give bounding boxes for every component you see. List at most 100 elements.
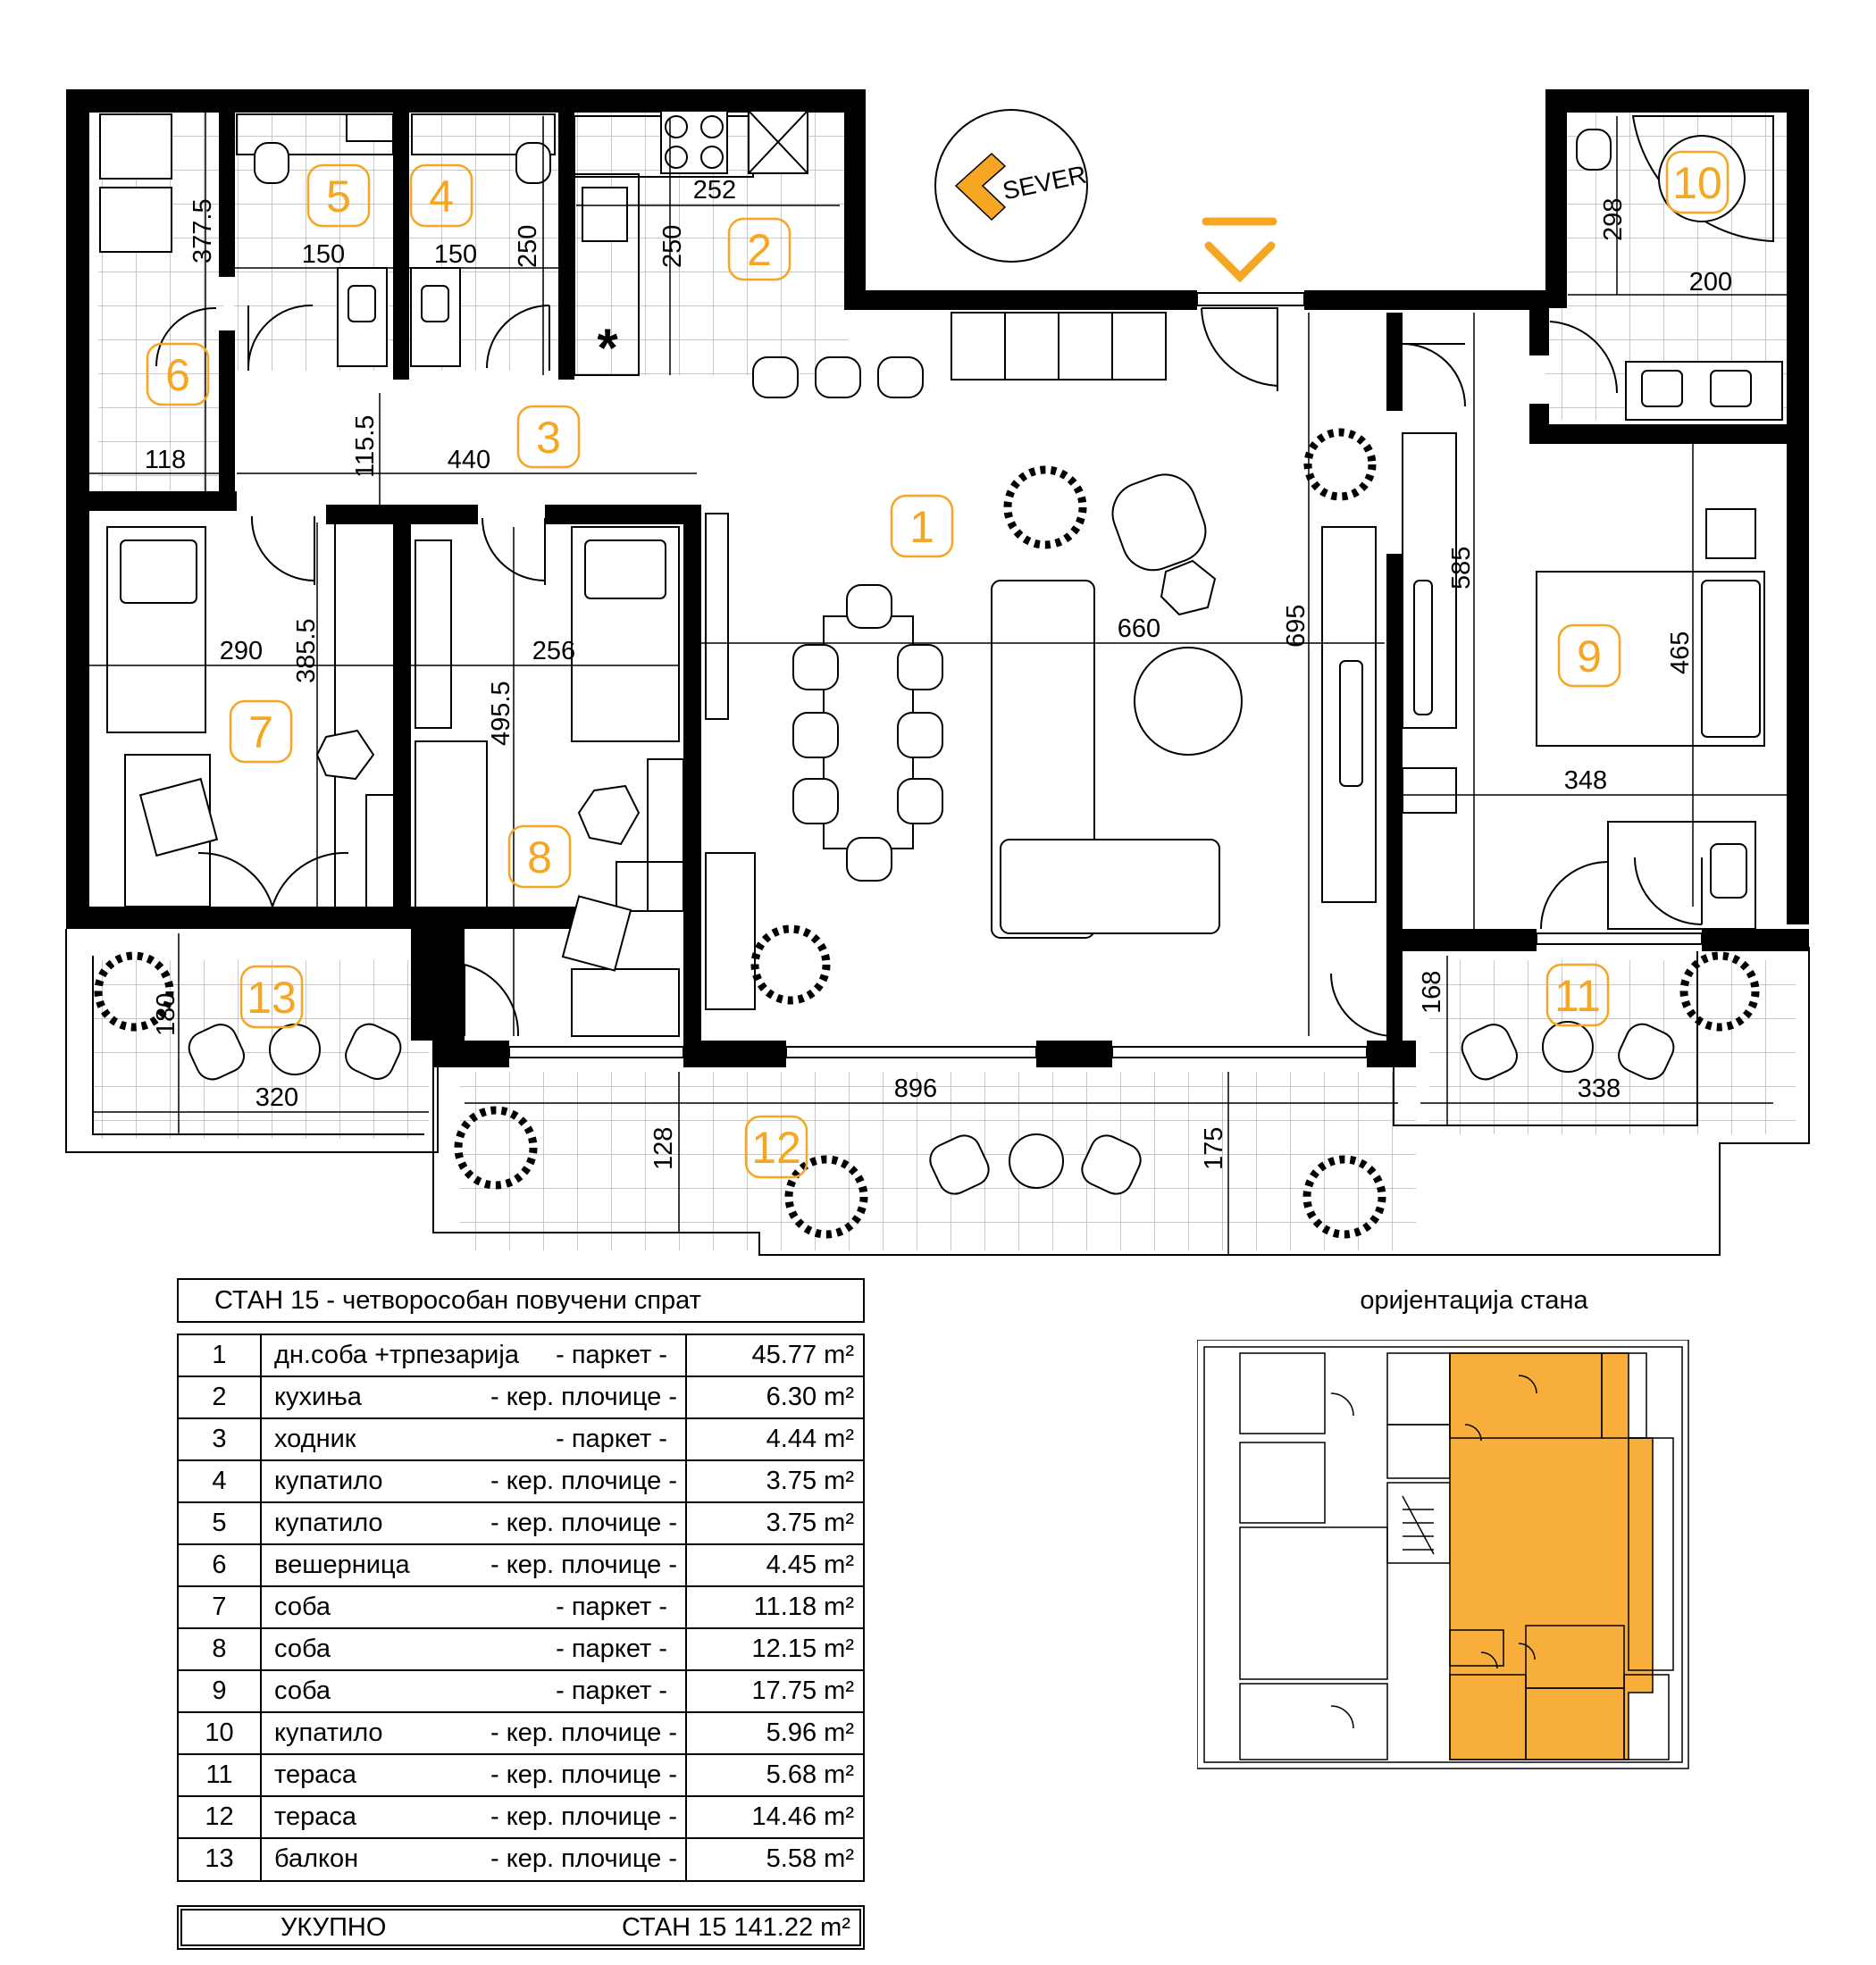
room-name: балкон <box>274 1844 359 1873</box>
room-area: 17.75 m² <box>751 1677 854 1705</box>
table-row: 2 кухиња - кер. плочице - 6.30 m² <box>179 1377 863 1419</box>
room-number-7: 7 <box>248 707 273 757</box>
room-number-9: 9 <box>1577 631 1602 681</box>
room-number-2: 2 <box>747 225 772 275</box>
apartment-title: СТАН 15 - четворособан повучени спрат <box>177 1278 865 1323</box>
dim-label: 250 <box>514 225 542 268</box>
room-area: 6.30 m² <box>766 1383 854 1411</box>
room-name: купатило <box>274 1509 383 1537</box>
dim-label: 385.5 <box>292 618 321 683</box>
room-number-12: 12 <box>751 1123 801 1173</box>
dim-label: 695 <box>1282 605 1311 648</box>
room-number-11: 11 <box>1554 971 1601 1021</box>
row-number: 9 <box>179 1671 262 1711</box>
floor-type: - паркет - <box>490 1335 687 1376</box>
row-number: 1 <box>179 1335 262 1376</box>
room-number-6: 6 <box>165 350 190 400</box>
floor-type: - кер. плочице - <box>490 1377 687 1417</box>
dim-label: 250 <box>658 225 687 268</box>
dim-label: 298 <box>1599 198 1628 241</box>
dim-label: 495.5 <box>487 681 515 746</box>
entrance-marker <box>1202 217 1277 283</box>
terrace-outlines <box>65 929 1810 1256</box>
row-number: 3 <box>179 1419 262 1459</box>
row-number: 5 <box>179 1503 262 1543</box>
row-number: 12 <box>179 1797 262 1837</box>
walls <box>66 89 1809 1067</box>
room-name: вешерница <box>274 1551 410 1579</box>
dim-label: 320 <box>255 1083 298 1112</box>
dim-label: 115.5 <box>351 415 380 478</box>
total-label: УКУПНО <box>281 1913 387 1942</box>
orientation-title: оријентација стана <box>1360 1286 1588 1315</box>
dim-label: 896 <box>894 1074 937 1103</box>
row-number: 11 <box>179 1755 262 1795</box>
table-row: 7 соба - паркет - 11.18 m² <box>179 1587 863 1629</box>
room-number-1: 1 <box>909 502 934 552</box>
room-area: 11.18 m² <box>753 1593 854 1621</box>
total-value: СТАН 15 141.22 m² <box>622 1913 850 1942</box>
room-area: 4.45 m² <box>766 1551 854 1579</box>
room-number-4: 4 <box>429 171 454 222</box>
dim-label: 150 <box>434 240 477 269</box>
orientation-diagram <box>1197 1340 1689 1769</box>
dim-label: 348 <box>1564 766 1607 795</box>
row-number: 13 <box>179 1839 262 1881</box>
room-name: купатило <box>274 1467 383 1495</box>
dim-label: 256 <box>532 637 575 665</box>
dim-label: 175 <box>1200 1127 1228 1170</box>
room-area: 45.77 m² <box>751 1341 854 1369</box>
floor-type: - паркет - <box>490 1629 687 1669</box>
floor-type: - кер. плочице - <box>490 1797 687 1837</box>
room-name: дн.соба +трпезарија <box>274 1341 519 1369</box>
floor-type: - паркет - <box>490 1587 687 1627</box>
room-number-8: 8 <box>527 832 552 882</box>
shaft-asterisk: * <box>597 318 618 378</box>
dim-label: 440 <box>448 446 490 474</box>
floor-type: - кер. плочице - <box>490 1755 687 1795</box>
dim-label: 128 <box>649 1127 678 1170</box>
dim-label: 585 <box>1447 547 1476 590</box>
room-badges <box>146 150 1729 1179</box>
table-row: 13 балкон - кер. плочице - 5.58 m² <box>179 1839 863 1881</box>
row-number: 4 <box>179 1461 262 1501</box>
floor-type: - кер. плочице - <box>490 1839 687 1881</box>
row-number: 8 <box>179 1629 262 1669</box>
row-number: 6 <box>179 1545 262 1585</box>
room-name: купатило <box>274 1718 383 1747</box>
room-area: 5.58 m² <box>766 1844 854 1873</box>
room-area: 14.46 m² <box>751 1802 854 1831</box>
table-row: 3 ходник - паркет - 4.44 m² <box>179 1419 863 1461</box>
row-number: 10 <box>179 1713 262 1753</box>
floor-type: - кер. плочице - <box>490 1545 687 1585</box>
dim-label: 465 <box>1666 631 1695 674</box>
room-numbers: 1 2 3 4 5 6 7 8 9 10 11 12 13 * <box>165 158 1722 1173</box>
room-area: 5.96 m² <box>766 1718 854 1747</box>
room-name: соба <box>274 1593 331 1621</box>
table-row: 6 вешерница - кер. плочице - 4.45 m² <box>179 1545 863 1587</box>
room-area: 5.68 m² <box>766 1760 854 1789</box>
floor-type: - паркет - <box>490 1419 687 1459</box>
room-name: кухиња <box>274 1383 362 1411</box>
room-name: ходник <box>274 1425 356 1453</box>
room-name: тераса <box>274 1802 356 1831</box>
table-row: 8 соба - паркет - 12.15 m² <box>179 1629 863 1671</box>
room-number-3: 3 <box>536 413 561 463</box>
area-table: 1 дн.соба +трпезарија - паркет - 45.77 m… <box>177 1334 865 1882</box>
table-row: 5 купатило - кер. плочице - 3.75 m² <box>179 1503 863 1545</box>
windows <box>190 267 1803 1058</box>
room-area: 3.75 m² <box>766 1467 854 1495</box>
dim-label: 660 <box>1118 615 1160 643</box>
dim-label: 252 <box>693 176 736 205</box>
doors <box>155 304 1703 1037</box>
dim-label: 180 <box>152 993 180 1036</box>
orientation-apartment-highlight <box>1449 1352 1654 1760</box>
room-name: соба <box>274 1677 331 1705</box>
table-row: 11 тераса - кер. плочице - 5.68 m² <box>179 1755 863 1797</box>
room-name: тераса <box>274 1760 356 1789</box>
orientation-apartment-rooms <box>1449 1352 1674 1760</box>
room-area: 12.15 m² <box>751 1635 854 1663</box>
plants <box>94 428 1760 1239</box>
dim-label: 168 <box>1418 971 1446 1014</box>
dim-label: 200 <box>1689 268 1732 297</box>
